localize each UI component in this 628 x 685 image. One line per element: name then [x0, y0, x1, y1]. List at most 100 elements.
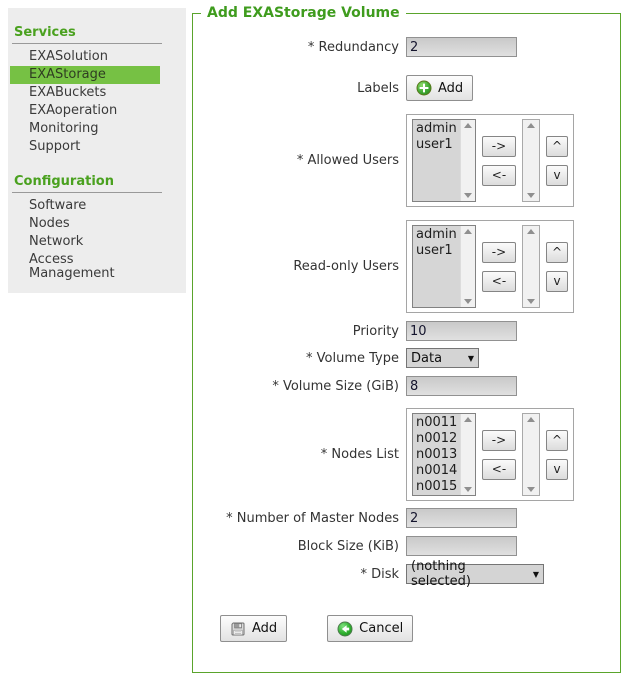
- sidebar-item-monitoring[interactable]: Monitoring: [29, 121, 99, 136]
- scroll-down-icon[interactable]: [527, 487, 535, 492]
- scroll-up-icon[interactable]: [464, 123, 472, 128]
- scroll-down-icon[interactable]: [527, 299, 535, 304]
- list-option[interactable]: n0014: [416, 463, 458, 478]
- selected-list-scrollbar[interactable]: [522, 119, 540, 202]
- move-left-button[interactable]: <-: [482, 458, 516, 480]
- sidebar-item-nodes[interactable]: Nodes: [29, 216, 70, 231]
- add-button[interactable]: Add: [220, 615, 288, 642]
- sidebar-item-exaoperation[interactable]: EXAoperation: [29, 103, 118, 118]
- readonly-users-duallist: admin user1 -> <- ^ v: [406, 220, 574, 313]
- redundancy-input[interactable]: [406, 37, 517, 57]
- disk-select[interactable]: (nothing selected) ▼: [406, 559, 544, 589]
- readonly-users-options: admin user1: [413, 226, 460, 307]
- listbox-scrollbar[interactable]: [460, 226, 475, 307]
- volume-type-select[interactable]: Data ▼: [406, 348, 479, 368]
- list-option[interactable]: n0012: [416, 431, 458, 446]
- list-option[interactable]: n0013: [416, 447, 458, 462]
- list-option[interactable]: n0015: [416, 479, 458, 494]
- move-right-button[interactable]: ->: [482, 241, 516, 263]
- block-size-input[interactable]: [406, 536, 517, 556]
- master-nodes-input[interactable]: [406, 508, 517, 528]
- move-right-button[interactable]: ->: [482, 135, 516, 157]
- redundancy-row: * Redundancy: [193, 37, 620, 57]
- order-buttons: ^ v: [546, 225, 568, 308]
- scroll-up-icon[interactable]: [464, 229, 472, 234]
- sidebar-section-configuration: Configuration: [12, 174, 162, 193]
- move-buttons: -> <-: [482, 119, 516, 202]
- nodes-list-row: * Nodes List n0011 n0012 n0013 n0014 n00…: [193, 408, 620, 501]
- move-right-button[interactable]: ->: [482, 429, 516, 451]
- allowed-users-duallist: admin user1 -> <- ^ v: [406, 114, 574, 207]
- scroll-down-icon[interactable]: [464, 299, 472, 304]
- nodes-listbox[interactable]: n0011 n0012 n0013 n0014 n0015: [412, 413, 476, 496]
- order-buttons: ^ v: [546, 413, 568, 496]
- save-icon: [231, 622, 245, 635]
- cancel-button-label: Cancel: [359, 621, 404, 636]
- volume-size-label: * Volume Size (GiB): [272, 378, 399, 394]
- list-option[interactable]: user1: [416, 137, 453, 152]
- allowed-users-listbox[interactable]: admin user1: [412, 119, 476, 202]
- move-down-button[interactable]: v: [546, 458, 568, 480]
- readonly-users-row: Read-only Users admin user1 -> <-: [193, 220, 620, 313]
- move-down-button[interactable]: v: [546, 164, 568, 186]
- disk-row: * Disk (nothing selected) ▼: [193, 559, 620, 589]
- dropdown-arrow-icon: ▼: [532, 569, 539, 579]
- move-buttons: -> <-: [482, 225, 516, 308]
- add-button-label: Add: [252, 621, 278, 636]
- master-nodes-row: * Number of Master Nodes: [193, 508, 620, 528]
- block-size-row: Block Size (KiB): [193, 536, 620, 556]
- priority-input[interactable]: [406, 321, 517, 341]
- volume-size-row: * Volume Size (GiB): [193, 376, 620, 396]
- sidebar-item-exabuckets[interactable]: EXABuckets: [29, 85, 107, 100]
- listbox-scrollbar[interactable]: [460, 414, 475, 495]
- volume-type-label: * Volume Type: [306, 350, 399, 366]
- list-option[interactable]: user1: [416, 243, 453, 258]
- volume-type-value: Data: [411, 350, 443, 366]
- scroll-up-icon[interactable]: [527, 123, 535, 128]
- sidebar-item-network[interactable]: Network: [29, 234, 84, 249]
- labels-add-button[interactable]: Add: [406, 75, 474, 101]
- form-title: Add EXAStorage Volume: [207, 5, 400, 21]
- sidebar-section-services: Services: [12, 25, 162, 44]
- order-buttons: ^ v: [546, 119, 568, 202]
- list-option[interactable]: admin: [416, 121, 457, 136]
- volume-size-input[interactable]: [406, 376, 517, 396]
- form-actions: Add Cancel: [220, 615, 620, 642]
- scroll-down-icon[interactable]: [464, 193, 472, 198]
- redundancy-label: * Redundancy: [307, 39, 399, 55]
- volume-type-row: * Volume Type Data ▼: [193, 348, 620, 368]
- dropdown-arrow-icon: ▼: [467, 353, 474, 363]
- readonly-users-listbox[interactable]: admin user1: [412, 225, 476, 308]
- scroll-down-icon[interactable]: [527, 193, 535, 198]
- sidebar-item-access-management[interactable]: Access Management: [29, 252, 115, 281]
- move-up-button[interactable]: ^: [546, 135, 568, 157]
- disk-label: * Disk: [360, 566, 399, 582]
- add-volume-form: Add EXAStorage Volume * Redundancy Label…: [192, 5, 621, 673]
- allowed-users-label: * Allowed Users: [296, 153, 399, 168]
- cancel-button[interactable]: Cancel: [327, 615, 414, 642]
- move-left-button[interactable]: <-: [482, 270, 516, 292]
- sidebar-item-support[interactable]: Support: [29, 139, 81, 154]
- sidebar-item-exasolution[interactable]: EXASolution: [29, 49, 108, 64]
- sidebar-item-software[interactable]: Software: [29, 198, 87, 213]
- selected-list-scrollbar[interactable]: [522, 225, 540, 308]
- scroll-down-icon[interactable]: [464, 487, 472, 492]
- move-buttons: -> <-: [482, 413, 516, 496]
- move-down-button[interactable]: v: [546, 270, 568, 292]
- move-left-button[interactable]: <-: [482, 164, 516, 186]
- move-up-button[interactable]: ^: [546, 429, 568, 451]
- readonly-users-label: Read-only Users: [293, 259, 399, 274]
- list-option[interactable]: admin: [416, 227, 457, 242]
- scroll-up-icon[interactable]: [464, 417, 472, 422]
- sidebar-item-exastorage[interactable]: EXAStorage: [10, 66, 160, 84]
- listbox-scrollbar[interactable]: [460, 120, 475, 201]
- sidebar: Services EXASolution EXAStorage EXABucke…: [8, 8, 186, 293]
- scroll-up-icon[interactable]: [527, 229, 535, 234]
- labels-row: Labels Add: [193, 75, 620, 101]
- list-option[interactable]: n0011: [416, 415, 458, 430]
- scroll-up-icon[interactable]: [527, 417, 535, 422]
- selected-list-scrollbar[interactable]: [522, 413, 540, 496]
- nodes-list-label: * Nodes List: [320, 447, 399, 462]
- move-up-button[interactable]: ^: [546, 241, 568, 263]
- labels-label: Labels: [357, 80, 399, 96]
